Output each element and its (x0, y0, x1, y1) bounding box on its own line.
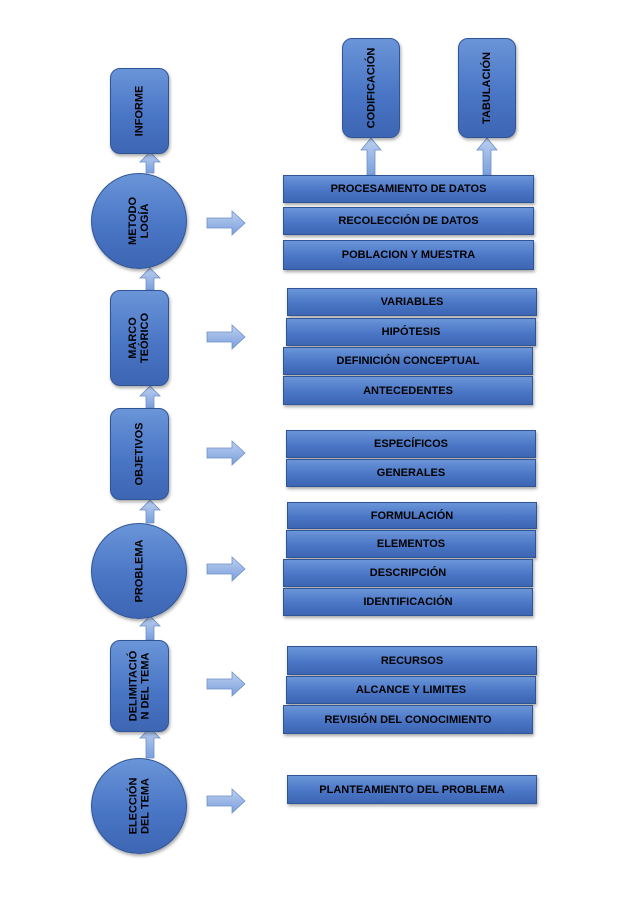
revision-conocimiento-box: REVISIÓN DEL CONOCIMIENTO (283, 705, 533, 734)
elementos-box: ELEMENTOS (286, 530, 536, 558)
especificos-label: ESPECÍFICOS (374, 438, 448, 450)
hipotesis-label: HIPÓTESIS (381, 326, 441, 338)
up-arrow-metodologia-to-informe (139, 151, 161, 174)
generales-box: GENERALES (286, 459, 536, 487)
objetivos-node: OBJETIVOS (110, 408, 169, 500)
codificacion-node: CODIFICACIÓN (342, 38, 400, 138)
delimitacion-node: DELIMITACIÓ N DEL TEMA (110, 640, 169, 732)
right-arrow-delimitacion (206, 671, 246, 697)
identificacion-label: IDENTIFICACIÓN (363, 596, 453, 608)
definicion-conceptual-label: DEFINICIÓN CONCEPTUAL (336, 355, 480, 367)
up-arrow-eleccion-to-delimitacion (139, 727, 161, 759)
tabulacion-label: TABULACIÓN (481, 52, 493, 124)
informe-label: INFORME (133, 85, 146, 137)
identificacion-box: IDENTIFICACIÓN (283, 588, 533, 616)
variables-label: VARIABLES (380, 296, 444, 308)
generales-label: GENERALES (376, 467, 446, 479)
recursos-label: RECURSOS (380, 654, 444, 667)
definicion-conceptual-box: DEFINICIÓN CONCEPTUAL (283, 347, 533, 375)
tabulacion-node: TABULACIÓN (458, 38, 516, 138)
up-arrow-objetivos-to-marco (139, 385, 161, 409)
hipotesis-box: HIPÓTESIS (286, 318, 536, 346)
planteamiento-problema-box: PLANTEAMIENTO DEL PROBLEMA (287, 775, 537, 804)
up-arrow-to-tabulacion (476, 137, 498, 176)
eleccion-label: ELECCIÓN DEL TEMA (127, 777, 151, 835)
elementos-label: ELEMENTOS (376, 538, 446, 550)
revision-conocimiento-label: REVISIÓN DEL CONOCIMIENTO (324, 713, 492, 726)
planteamiento-problema-label: PLANTEAMIENTO DEL PROBLEMA (319, 783, 505, 796)
right-arrow-problema (206, 556, 246, 582)
alcance-limites-box: ALCANCE Y LIMITES (286, 676, 536, 704)
procesamiento-datos-label: PROCESAMIENTO DE DATOS (330, 183, 487, 195)
objetivos-label: OBJETIVOS (133, 422, 146, 486)
up-arrow-delimitacion-to-problema (139, 615, 161, 641)
poblacion-muestra-label: POBLACION Y MUESTRA (341, 249, 476, 261)
right-arrow-marco (206, 324, 246, 350)
delimitacion-label: DELIMITACIÓ N DEL TEMA (127, 650, 152, 722)
eleccion-node: ELECCIÓN DEL TEMA (91, 758, 187, 854)
up-arrow-problema-to-objetivos (139, 499, 161, 524)
procesamiento-datos-box: PROCESAMIENTO DE DATOS (283, 175, 534, 203)
especificos-box: ESPECÍFICOS (286, 430, 536, 458)
marco-teorico-label: MARCO TEÓRICO (127, 312, 152, 364)
right-arrow-objetivos (206, 440, 246, 466)
problema-label: PROBLEMA (132, 539, 145, 603)
right-arrow-metodologia (206, 210, 246, 236)
variables-box: VARIABLES (287, 288, 537, 316)
metodologia-label: METODO LOGÍA (126, 196, 151, 246)
formulacion-box: FORMULACIÓN (287, 502, 537, 529)
up-arrow-to-codificacion (360, 137, 382, 176)
antecedentes-label: ANTECEDENTES (363, 384, 453, 397)
right-arrow-eleccion (206, 788, 246, 814)
metodologia-node: METODO LOGÍA (91, 173, 187, 269)
recoleccion-datos-box: RECOLECCIÓN DE DATOS (283, 207, 534, 235)
poblacion-muestra-box: POBLACION Y MUESTRA (283, 240, 534, 270)
marco-teorico-node: MARCO TEÓRICO (110, 290, 169, 386)
informe-node: INFORME (110, 68, 169, 154)
descripcion-label: DESCRIPCIÓN (369, 567, 447, 579)
alcance-limites-label: ALCANCE Y LIMITES (355, 684, 467, 696)
codificacion-label: CODIFICACIÓN (365, 47, 378, 129)
antecedentes-box: ANTECEDENTES (283, 376, 533, 405)
formulacion-label: FORMULACIÓN (370, 509, 454, 522)
up-arrow-marco-to-metodologia (139, 267, 161, 291)
right-arrows (206, 210, 246, 814)
vertical-connectors (139, 151, 161, 759)
descripcion-box: DESCRIPCIÓN (283, 559, 533, 587)
top-connectors (360, 137, 498, 176)
problema-node: PROBLEMA (91, 523, 187, 619)
recursos-box: RECURSOS (287, 646, 537, 675)
recoleccion-datos-label: RECOLECCIÓN DE DATOS (338, 215, 479, 227)
